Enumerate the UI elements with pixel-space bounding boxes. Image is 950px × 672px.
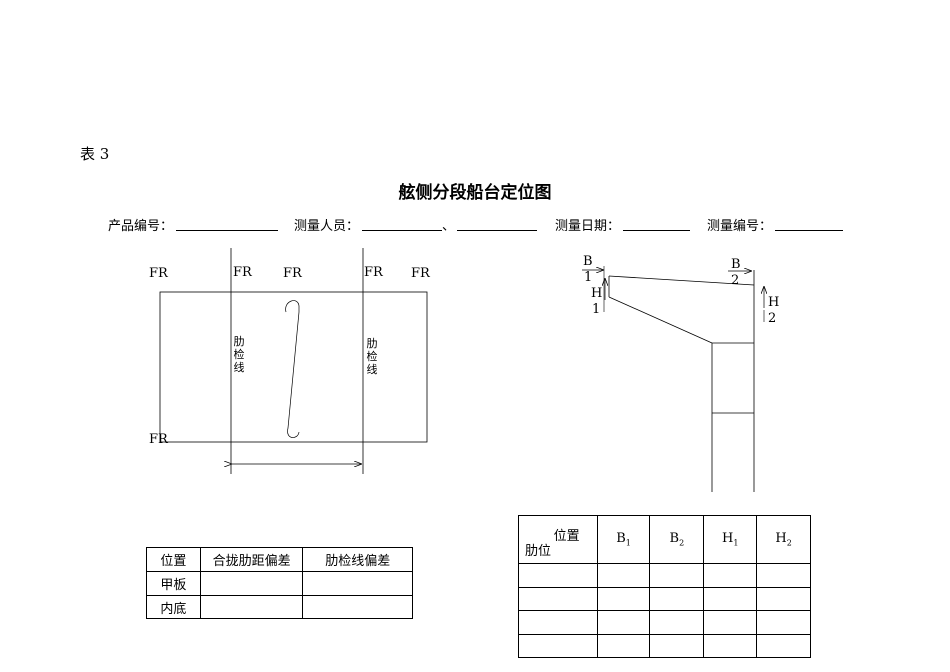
h1-subscript: 1 — [592, 302, 601, 317]
cell-deck-rib[interactable] — [302, 571, 413, 596]
header-frame-spacing-deviation: 合拢肋距偏差 — [199, 547, 304, 572]
hull-block-outline — [159, 291, 428, 443]
b2-letter: B — [731, 257, 741, 272]
header-rib-check-deviation: 肋检线偏差 — [302, 547, 413, 572]
cell[interactable] — [596, 587, 651, 611]
h2-subscript: 2 — [768, 311, 777, 326]
measure-no-blank[interactable] — [775, 230, 843, 231]
table-number-label: 表 3 — [80, 145, 110, 163]
deck-line — [608, 275, 755, 286]
cell[interactable] — [518, 634, 598, 658]
cell[interactable] — [649, 563, 705, 588]
product-no-blank[interactable] — [176, 230, 278, 231]
corner-position-label: 位置 — [553, 529, 580, 544]
date-blank[interactable] — [623, 230, 690, 231]
cell-deck-spacing[interactable] — [199, 571, 304, 596]
header-corner: 位置 肋位 — [518, 515, 598, 564]
rib-check-line-left-label: 肋检线 — [233, 335, 245, 374]
measure-no-label: 测量编号： — [707, 219, 773, 234]
fr-label-2: FR — [233, 265, 252, 280]
page-title: 舷侧分段船台定位图 — [398, 183, 552, 203]
cell[interactable] — [756, 587, 811, 611]
product-no-label: 产品编号： — [108, 219, 174, 234]
surveyor-separator: 、 — [442, 219, 456, 234]
b1-letter: B — [583, 254, 593, 269]
cell[interactable] — [518, 563, 598, 588]
table-row — [518, 610, 811, 635]
closure-deviation-table: 位置 合拢肋距偏差 肋检线偏差 甲板 内底 — [146, 547, 413, 619]
cell[interactable] — [756, 610, 811, 635]
b1-subscript: 1 — [584, 270, 593, 285]
fr-label-1: FR — [149, 266, 168, 281]
rib-check-line-right-label: 肋检线 — [366, 337, 378, 376]
header-b1: B1 — [596, 515, 651, 564]
h2-letter: H — [768, 295, 780, 310]
cell[interactable] — [518, 587, 598, 611]
cell[interactable] — [703, 587, 758, 611]
h1-letter: H — [591, 286, 603, 301]
cell[interactable] — [649, 587, 705, 611]
cell[interactable] — [596, 610, 651, 635]
table-row — [518, 587, 811, 611]
table-row — [518, 563, 811, 588]
b2-subscript: 2 — [731, 273, 740, 288]
header-h2: H2 — [756, 515, 811, 564]
fr-label-5: FR — [411, 266, 430, 281]
header-h1: H1 — [703, 515, 758, 564]
header-position: 位置 — [146, 547, 201, 572]
row-label-inner-bottom: 内底 — [146, 595, 201, 619]
row-label-deck: 甲板 — [146, 571, 201, 596]
cell[interactable] — [518, 610, 598, 635]
table-row: 甲板 — [146, 571, 413, 596]
table-row: 内底 — [146, 595, 413, 619]
corner-frame-label: 肋位 — [525, 544, 552, 559]
cell[interactable] — [703, 610, 758, 635]
fr-label-4: FR — [364, 265, 383, 280]
cell-inner-bottom-rib[interactable] — [302, 595, 413, 619]
break-line — [285, 300, 300, 438]
cell[interactable] — [703, 634, 758, 658]
cell[interactable] — [756, 563, 811, 588]
cell-inner-bottom-spacing[interactable] — [199, 595, 304, 619]
fr-label-6: FR — [149, 432, 168, 447]
fr-label-3: FR — [283, 266, 302, 281]
table-row — [518, 634, 811, 658]
bracket-slope — [608, 296, 713, 344]
surveyor-blank-1[interactable] — [362, 230, 442, 231]
cell[interactable] — [649, 634, 705, 658]
date-label: 测量日期： — [555, 219, 621, 234]
surveyor-label: 测量人员： — [294, 219, 360, 234]
header-b2: B2 — [649, 515, 705, 564]
cell[interactable] — [596, 563, 651, 588]
positioning-measurement-table: 位置 肋位 B1 B2 H1 H2 — [518, 515, 811, 658]
cell[interactable] — [756, 634, 811, 658]
cell[interactable] — [596, 634, 651, 658]
surveyor-blank-2[interactable] — [457, 230, 537, 231]
cell[interactable] — [703, 563, 758, 588]
cell[interactable] — [649, 610, 705, 635]
